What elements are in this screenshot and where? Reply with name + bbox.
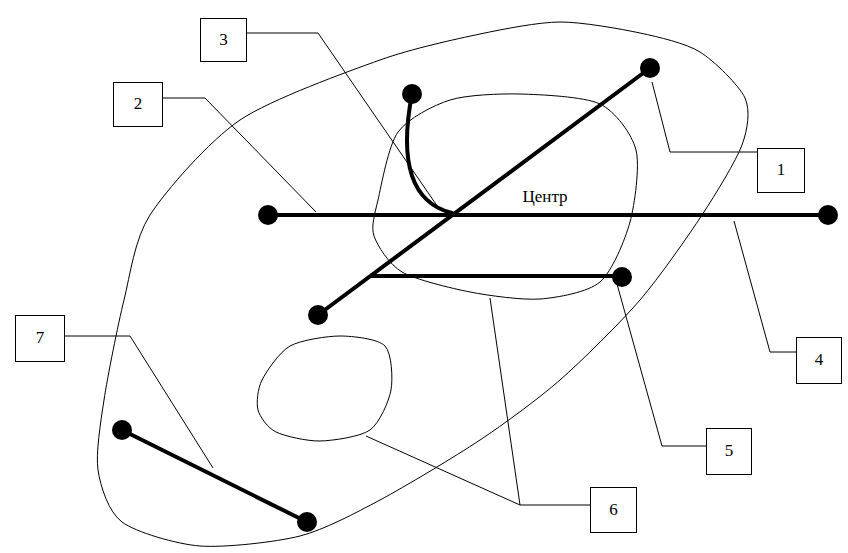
- terminal-dot: [258, 205, 278, 225]
- callout-number: 3: [219, 31, 228, 50]
- terminal-dot: [612, 267, 632, 287]
- leader-line: [652, 82, 757, 152]
- district-outline: [257, 336, 392, 441]
- callout-box: 3: [200, 18, 247, 62]
- area-label: Центр: [522, 188, 567, 207]
- callout-number: 7: [36, 329, 45, 348]
- center-outline: [373, 94, 638, 299]
- callout-box: 7: [15, 315, 65, 362]
- leader-line: [247, 33, 440, 210]
- terminal-dot: [402, 84, 422, 104]
- callout-number: 6: [609, 501, 618, 520]
- callout-box: 5: [706, 428, 752, 475]
- chord-line: [122, 430, 307, 522]
- terminal-dot: [297, 512, 317, 532]
- callout-box: 1: [757, 148, 805, 193]
- leader-line: [65, 336, 213, 468]
- center-area: Центр: [518, 186, 571, 209]
- city-outline: [97, 22, 748, 546]
- callout-box: 6: [590, 487, 637, 533]
- terminal-dot: [818, 205, 838, 225]
- diametral-line: [268, 213, 828, 217]
- terminal-dot: [640, 58, 660, 78]
- leader-line: [163, 98, 316, 212]
- leader-line: [366, 436, 520, 505]
- callout-number: 1: [777, 161, 786, 180]
- leader-line: [734, 221, 796, 352]
- callout-box: 4: [796, 337, 842, 384]
- leader-line: [490, 298, 590, 505]
- callout-number: 4: [815, 351, 824, 370]
- callout-number: 5: [725, 442, 734, 461]
- terminal-dot: [112, 420, 132, 440]
- callout-box: 2: [113, 82, 163, 127]
- callout-number: 2: [134, 95, 143, 114]
- leader-line: [617, 284, 706, 446]
- radial-line: [372, 274, 622, 278]
- terminal-dot: [308, 305, 328, 325]
